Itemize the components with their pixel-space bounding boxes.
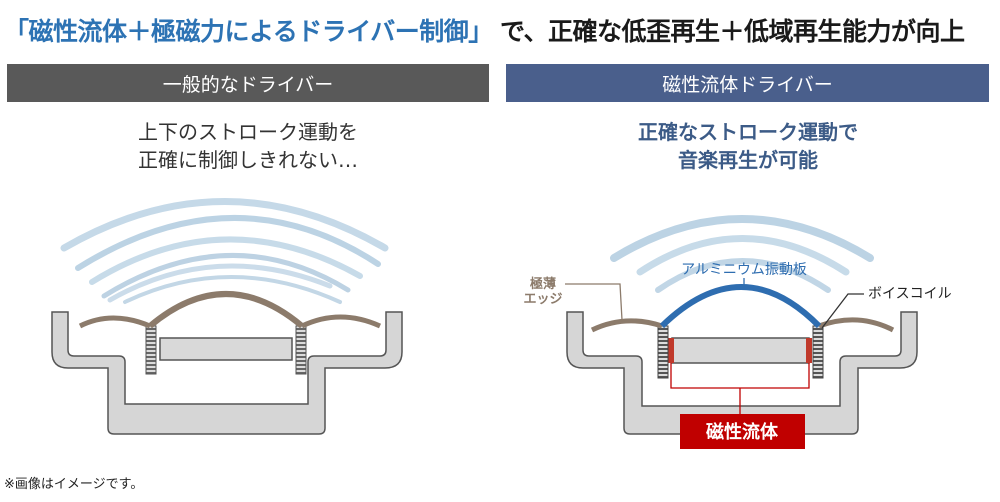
header-standard-driver: 一般的なドライバー	[7, 64, 489, 102]
label-voice-coil: ボイスコイル	[868, 286, 952, 302]
driver-body-standard	[51, 291, 403, 435]
header-magnetic-fluid-driver: 磁性流体ドライバー	[506, 64, 989, 102]
voice-coil-left-magnetic	[657, 325, 669, 379]
title-highlight: 「磁性流体＋極磁力によるドライバー制御」	[4, 17, 493, 46]
voice-coil-left-standard	[145, 325, 157, 375]
page-title: 「磁性流体＋極磁力によるドライバー制御」 で、正確な低歪再生＋低域再生能力が向上	[0, 6, 1000, 46]
footnote: ※画像はイメージです。	[4, 477, 144, 492]
header-magnetic-fluid-driver-label: 磁性流体ドライバー	[662, 73, 833, 96]
magnetic-desc-line1: 正確なストローク運動で	[638, 120, 858, 144]
edge-left-magnetic	[590, 318, 663, 333]
magnetic-driver-description: 正確なストローク運動で 音楽再生が可能	[508, 118, 988, 174]
label-edge-line1: 極薄	[529, 276, 556, 292]
voice-coil-right-magnetic	[812, 325, 824, 379]
title-rest: で、正確な低歪再生＋低域再生能力が向上	[500, 17, 965, 46]
header-standard-driver-label: 一般的なドライバー	[162, 73, 334, 96]
voice-coil-right-standard	[295, 325, 307, 375]
fluid-right	[806, 338, 812, 363]
label-diaphragm: アルミニウム振動板	[681, 262, 807, 278]
label-magnetic-fluid: 磁性流体	[706, 421, 779, 443]
edge-right-magnetic	[818, 317, 895, 333]
driver-body-magnetic	[566, 284, 918, 435]
diaphragm-standard	[148, 291, 304, 329]
standard-driver-description: 上下のストローク運動を 正確に制御しきれない…	[8, 118, 488, 174]
magnet-magnetic	[671, 337, 810, 364]
standard-desc-line1: 上下のストローク運動を	[138, 120, 358, 144]
callout-lines	[565, 278, 864, 414]
edge-left-standard	[78, 315, 151, 329]
diaphragm-aluminum	[659, 284, 822, 329]
standard-desc-line2: 正確に制御しきれない…	[138, 148, 358, 172]
label-edge-line2: エッジ	[523, 292, 562, 307]
edge-right-standard	[300, 314, 382, 329]
sound-waves-standard	[60, 198, 389, 304]
magnetic-desc-line2: 音楽再生が可能	[678, 148, 818, 172]
fluid-label-box	[680, 414, 805, 449]
magnet-standard	[159, 337, 293, 361]
fluid-left	[668, 338, 674, 363]
sound-waves-magnetic	[610, 215, 874, 293]
